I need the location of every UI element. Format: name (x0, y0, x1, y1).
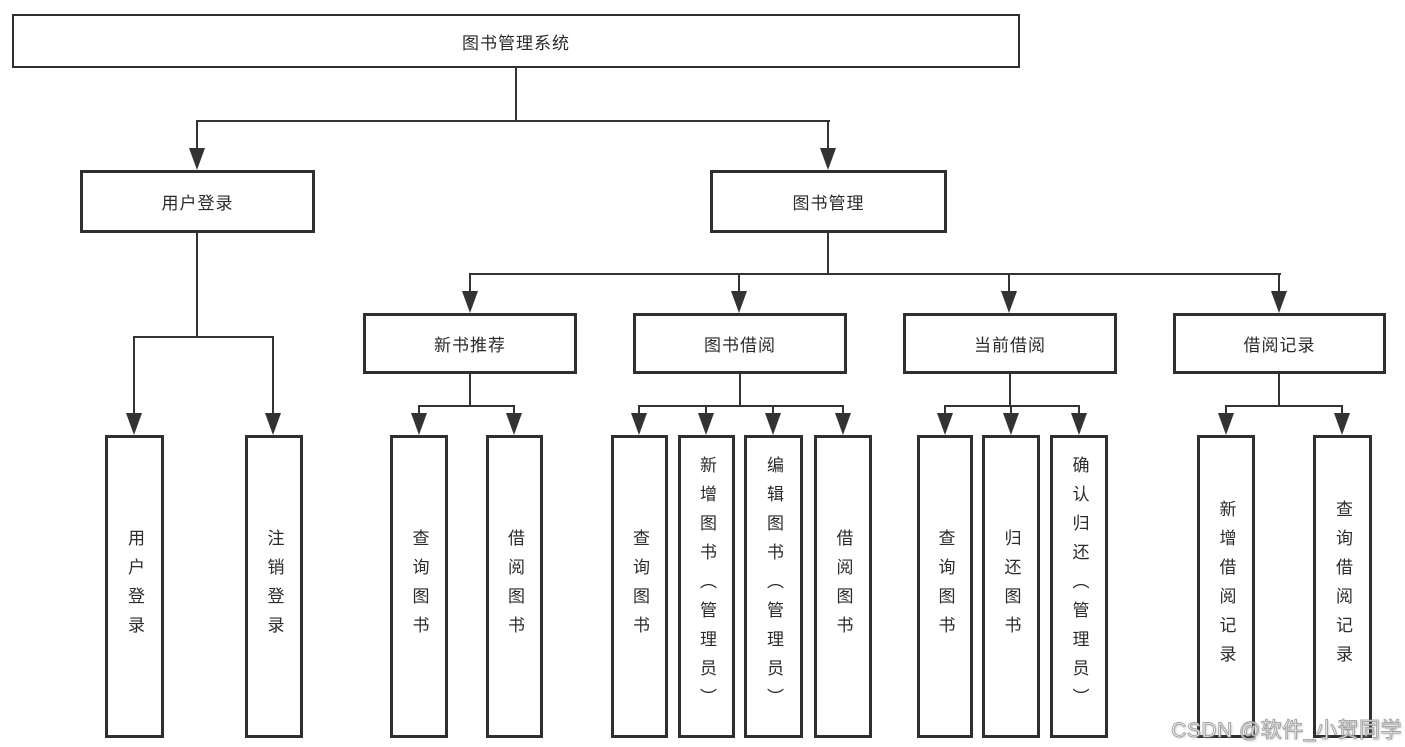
connector-line (418, 405, 515, 407)
connector-line (639, 405, 844, 407)
leaf-query-book: 查询图书 (390, 435, 448, 738)
connector-line (1225, 405, 1227, 417)
connector-line (1009, 374, 1011, 406)
arrow-down-icon (462, 291, 478, 313)
leaf-user-login: 用户登录 (105, 435, 164, 738)
connector-line (842, 405, 844, 417)
arrow-down-icon (631, 413, 647, 435)
leaf-query-borrow-record: 查询借阅记录 (1313, 435, 1372, 738)
leaf-logout: 注销登录 (245, 435, 303, 738)
leaf-return-book: 归还图书 (982, 435, 1040, 738)
connector-line (513, 405, 515, 417)
arrow-down-icon (126, 413, 142, 435)
node-book-borrowing: 图书借阅 (633, 313, 847, 374)
arrow-down-icon (1071, 413, 1087, 435)
connector-line (944, 405, 946, 417)
connector-line (772, 405, 774, 417)
connector-line (738, 273, 740, 295)
node-current-borrowing: 当前借阅 (903, 313, 1117, 374)
node-borrow-records: 借阅记录 (1173, 313, 1386, 374)
arrow-down-icon (265, 413, 281, 435)
leaf-borrow-book: 借阅图书 (814, 435, 872, 738)
connector-line (1078, 405, 1080, 417)
node-user-login: 用户登录 (80, 170, 315, 233)
arrow-down-icon (698, 413, 714, 435)
arrow-down-icon (189, 148, 205, 170)
connector-line (739, 374, 741, 406)
connector-line (1010, 405, 1012, 417)
leaf-query-book: 查询图书 (917, 435, 973, 738)
connector-line (1278, 374, 1280, 406)
arrow-down-icon (506, 413, 522, 435)
arrow-down-icon (937, 413, 953, 435)
arrow-down-icon (1334, 413, 1350, 435)
connector-line (196, 233, 198, 337)
leaf-query-book: 查询图书 (611, 435, 668, 738)
leaf-confirm-return-admin: 确认归还（管理员） (1050, 435, 1108, 738)
connector-line (469, 374, 471, 406)
connector-line (196, 120, 830, 122)
node-book-management: 图书管理 (710, 170, 947, 233)
connector-line (1341, 405, 1343, 417)
leaf-add-book-admin: 新增图书（管理员） (678, 435, 735, 738)
arrow-down-icon (765, 413, 781, 435)
arrow-down-icon (411, 413, 427, 435)
connector-line (133, 336, 135, 416)
connector-line (638, 405, 640, 417)
connector-line (1225, 405, 1343, 407)
leaf-add-borrow-record: 新增借阅记录 (1197, 435, 1255, 738)
connector-line (827, 120, 829, 152)
connector-line (944, 405, 1080, 407)
arrow-down-icon (1001, 291, 1017, 313)
connector-line (469, 273, 471, 295)
csdn-watermark: CSDN @软件_小贺同学 (1171, 719, 1402, 743)
connector-line (418, 405, 420, 417)
connector-line (196, 120, 198, 152)
arrow-down-icon (1003, 413, 1019, 435)
leaf-borrow-book: 借阅图书 (486, 435, 543, 738)
connector-line (133, 336, 274, 338)
arrow-down-icon (835, 413, 851, 435)
arrow-down-icon (731, 291, 747, 313)
connector-line (1278, 273, 1280, 295)
node-new-book-recommend: 新书推荐 (363, 313, 577, 374)
connector-line (272, 336, 274, 416)
connector-line (827, 233, 829, 274)
connector-line (705, 405, 707, 417)
connector-line (515, 68, 517, 121)
connector-line (469, 273, 1281, 275)
arrow-down-icon (820, 148, 836, 170)
connector-line (1008, 273, 1010, 295)
arrow-down-icon (1218, 413, 1234, 435)
node-library-management-system: 图书管理系统 (12, 14, 1020, 68)
arrow-down-icon (1271, 291, 1287, 313)
leaf-edit-book-admin: 编辑图书（管理员） (744, 435, 803, 738)
